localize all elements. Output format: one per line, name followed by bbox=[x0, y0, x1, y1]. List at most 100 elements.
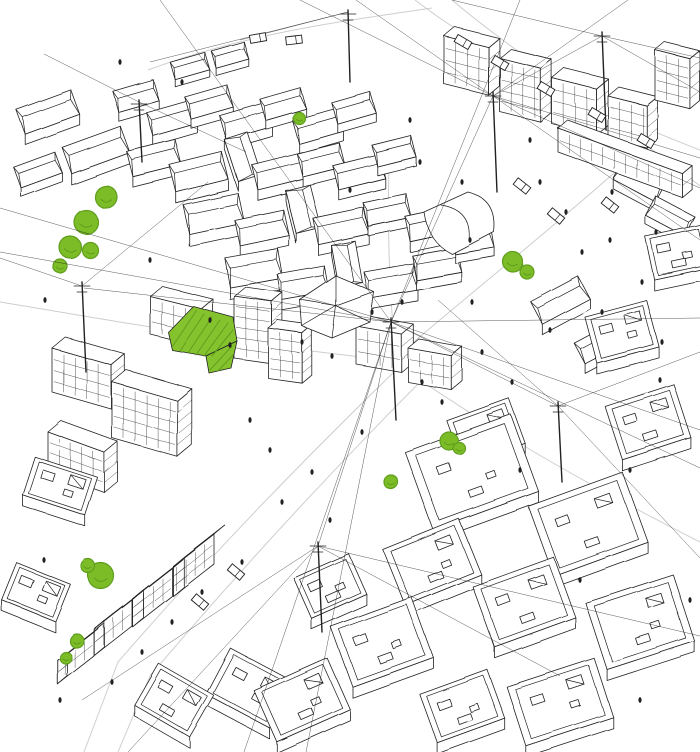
block-front-facade bbox=[654, 49, 691, 110]
utility-pole bbox=[73, 281, 91, 373]
pedestrian-mark bbox=[658, 377, 662, 383]
pedestrian-mark bbox=[510, 379, 514, 385]
block-roof bbox=[557, 119, 692, 174]
mid-rise-block bbox=[172, 524, 226, 597]
rooftop-unit bbox=[436, 462, 453, 476]
roof-parapet bbox=[593, 581, 687, 663]
roof-ridge-lines bbox=[126, 138, 182, 178]
tree-canopy bbox=[59, 651, 73, 665]
rooftop-unit bbox=[158, 702, 175, 717]
roof-ridge-lines bbox=[112, 79, 160, 113]
roof-ridge-lines bbox=[15, 89, 81, 135]
tree-canopy bbox=[502, 251, 524, 273]
car-body bbox=[546, 207, 566, 225]
roof-ridge-lines bbox=[219, 102, 273, 140]
tree-shading bbox=[523, 272, 531, 276]
pedestrian-mark bbox=[268, 447, 272, 453]
pole-mast bbox=[492, 91, 498, 193]
pedestrian-mark bbox=[470, 299, 474, 305]
flat-roof-building bbox=[584, 300, 660, 375]
pedestrian-mark bbox=[518, 467, 522, 473]
roof-ridge-lines bbox=[224, 248, 284, 288]
pole-crossarm bbox=[382, 321, 400, 329]
tree bbox=[502, 251, 524, 273]
facade-windows bbox=[94, 610, 131, 646]
pedestrian-mark bbox=[400, 299, 404, 305]
rooftop-unit bbox=[309, 695, 322, 706]
pole-crossarm bbox=[549, 405, 567, 413]
rooftop-unit bbox=[334, 581, 346, 592]
roof-parapet bbox=[212, 654, 288, 722]
power-line bbox=[492, 0, 629, 97]
facade-windows bbox=[132, 578, 171, 618]
car bbox=[248, 32, 268, 44]
block-roof bbox=[132, 558, 184, 600]
tree-shading bbox=[79, 223, 93, 228]
rooftop-unit bbox=[468, 486, 485, 499]
power-line bbox=[317, 321, 392, 547]
flat-roof-building bbox=[330, 596, 434, 699]
flat-roof-building bbox=[528, 471, 648, 588]
tree-shading bbox=[100, 198, 112, 203]
pedestrian-mark bbox=[370, 309, 374, 315]
flat-roof bbox=[506, 657, 614, 747]
car bbox=[587, 106, 607, 124]
pedestrian-mark bbox=[580, 249, 584, 255]
flat-roof-building bbox=[1, 562, 71, 633]
flat-roof bbox=[330, 596, 434, 688]
block-front-facade bbox=[267, 327, 303, 384]
pedestrian-mark bbox=[348, 187, 352, 193]
rooftop-unit bbox=[62, 488, 74, 498]
pole-crossarm bbox=[484, 95, 502, 103]
mid-rise-block bbox=[267, 319, 312, 384]
roof-parapet bbox=[261, 664, 343, 736]
tree-shading bbox=[444, 441, 454, 446]
roof-parapet bbox=[390, 525, 474, 599]
pedestrian-mark bbox=[480, 349, 484, 355]
block-roof bbox=[149, 285, 213, 310]
roof-parapet bbox=[6, 566, 66, 618]
facade-windows bbox=[609, 101, 658, 144]
house bbox=[168, 151, 230, 204]
mid-rise-block bbox=[407, 338, 463, 391]
power-line bbox=[243, 321, 392, 752]
rooftop-unit bbox=[324, 590, 342, 604]
pedestrian-mark bbox=[548, 327, 552, 333]
tree-canopy bbox=[80, 558, 96, 574]
power-line bbox=[492, 95, 700, 241]
car-body bbox=[490, 54, 510, 72]
house bbox=[331, 91, 377, 134]
car-windshield bbox=[520, 183, 527, 191]
power-line bbox=[557, 405, 700, 559]
car-body bbox=[600, 196, 620, 214]
mid-rise-block bbox=[551, 67, 609, 136]
roof-ridge-lines bbox=[331, 91, 377, 125]
car bbox=[490, 54, 510, 72]
car-body bbox=[636, 132, 656, 150]
roof-ridge-lines bbox=[169, 52, 211, 80]
house bbox=[184, 84, 234, 129]
car-windshield bbox=[234, 569, 241, 577]
house bbox=[251, 151, 309, 201]
roof-ridge-lines bbox=[312, 207, 370, 245]
power-line bbox=[601, 35, 700, 59]
power-line bbox=[390, 317, 700, 323]
mid-rise-block bbox=[93, 591, 143, 656]
roof-parapet bbox=[480, 564, 568, 640]
flat-roof bbox=[293, 553, 367, 619]
car-windshield bbox=[645, 138, 651, 146]
car-windshield bbox=[545, 86, 551, 94]
power-line bbox=[43, 53, 140, 103]
power-line bbox=[390, 321, 700, 431]
car-windshield bbox=[596, 112, 602, 120]
power-line bbox=[83, 287, 392, 323]
pedestrian-mark bbox=[688, 597, 692, 603]
block-roof bbox=[47, 420, 118, 453]
block-roof bbox=[93, 591, 143, 630]
facade-windows bbox=[357, 331, 414, 368]
rooftop-unit bbox=[352, 633, 369, 646]
power-line bbox=[0, 251, 392, 323]
tree-canopy bbox=[52, 258, 68, 274]
